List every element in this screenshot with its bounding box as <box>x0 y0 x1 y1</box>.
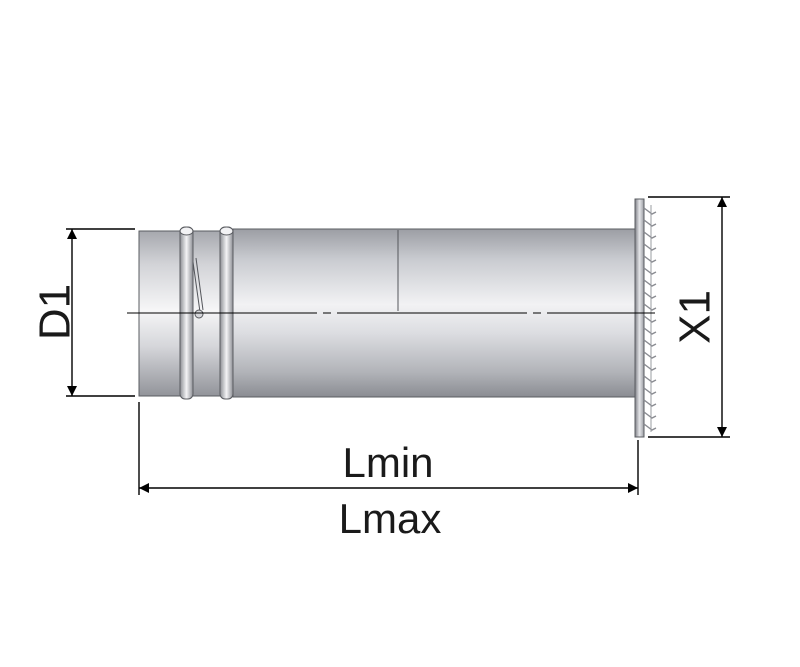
terminal-grille <box>634 198 657 438</box>
dimension-length: Lmin Lmax <box>138 402 639 542</box>
grille-louver <box>643 351 657 359</box>
length-min-label: Lmin <box>342 439 433 486</box>
grille-louver <box>643 387 657 395</box>
grille-louver <box>643 303 657 311</box>
ring-top-cap-left <box>179 226 194 236</box>
grille-louver <box>643 255 657 263</box>
grille-louver <box>643 399 657 407</box>
dimension-d1: D1 <box>31 228 135 397</box>
grille-louver <box>643 339 657 347</box>
grille-louver <box>643 423 657 431</box>
grille-louver <box>643 279 657 287</box>
pipe <box>138 226 639 400</box>
grille-louver <box>643 363 657 371</box>
ring-top-cap-right <box>219 226 234 236</box>
grille-louvers <box>643 207 657 431</box>
grille-louver <box>643 207 657 215</box>
x1-label: X1 <box>671 290 720 344</box>
grille-louver <box>643 411 657 419</box>
grille-louver <box>643 243 657 251</box>
grille-louver <box>643 219 657 227</box>
grille-louver <box>643 267 657 275</box>
flange-plate <box>634 198 645 438</box>
d1-label: D1 <box>31 284 80 340</box>
length-max-label: Lmax <box>339 495 442 542</box>
grille-louver <box>643 375 657 383</box>
clamp-bolt <box>192 257 204 313</box>
dimension-x1: X1 <box>648 196 730 438</box>
clamp-bolt-head <box>194 309 204 319</box>
grille-louver <box>643 291 657 299</box>
grille-louver <box>643 315 657 323</box>
grille-louver <box>643 231 657 239</box>
grille-louver <box>643 327 657 335</box>
